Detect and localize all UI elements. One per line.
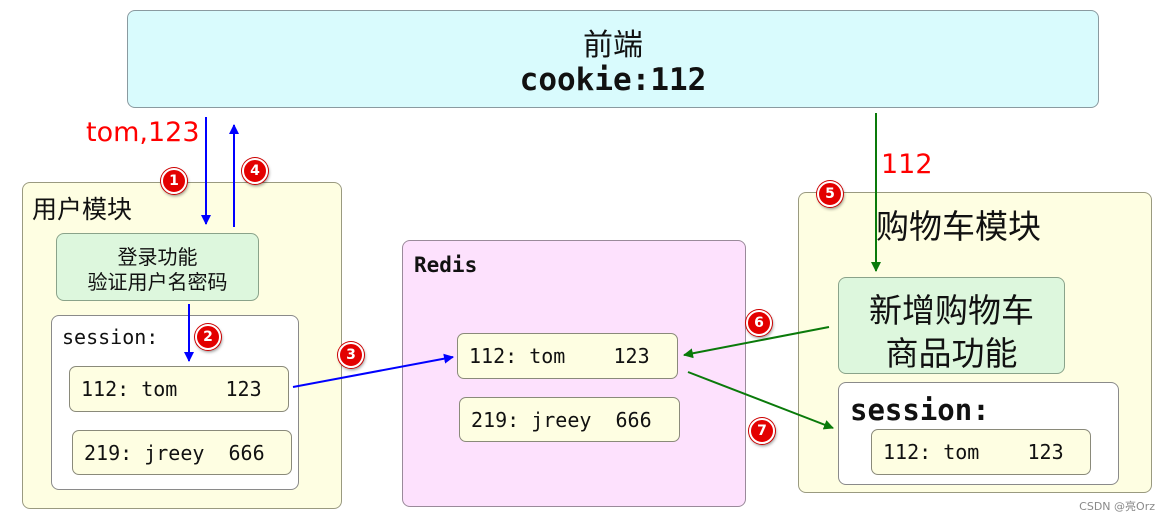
step-badge-4: 4 bbox=[242, 158, 268, 184]
watermark: CSDN @亮Orz bbox=[1079, 500, 1155, 513]
redis-entry: 112: tom 123 bbox=[457, 333, 678, 379]
cart-session-label: session: bbox=[850, 393, 990, 427]
user-session-entry: 112: tom 123 bbox=[69, 366, 289, 412]
frontend-title: 前端 bbox=[583, 28, 643, 63]
login-function-line2: 验证用户名密码 bbox=[87, 270, 228, 294]
cookie-value-label: 112 bbox=[881, 149, 933, 180]
cart-session-entry: 112: tom 123 bbox=[871, 429, 1091, 475]
cart-function-line1: 新增购物车 bbox=[869, 291, 1034, 330]
login-function-box bbox=[56, 233, 259, 301]
step-badge-1: 1 bbox=[161, 168, 187, 194]
user-session-entry: 219: jreey 666 bbox=[72, 430, 292, 475]
arrow-redis-to-cart-session bbox=[687, 371, 834, 430]
step-badge-2: 2 bbox=[195, 324, 221, 350]
redis-label: Redis bbox=[414, 253, 478, 277]
arrow-sync-redis bbox=[292, 353, 454, 388]
user-session-label: session: bbox=[62, 325, 159, 349]
step-badge-6: 6 bbox=[746, 310, 772, 336]
credentials-label: tom,123 bbox=[86, 117, 200, 148]
frontend-box bbox=[127, 10, 1099, 108]
arrow-cart-query-redis bbox=[683, 326, 830, 359]
step-badge-7: 7 bbox=[749, 418, 775, 444]
step-badge-3: 3 bbox=[338, 342, 364, 368]
login-function-line1: 登录功能 bbox=[117, 245, 198, 269]
cart-function-line2: 商品功能 bbox=[885, 334, 1018, 373]
redis-entry: 219: jreey 666 bbox=[459, 397, 680, 442]
frontend-cookie: cookie:112 bbox=[519, 62, 707, 98]
cart-module-title: 购物车模块 bbox=[876, 207, 1041, 246]
step-badge-5: 5 bbox=[817, 181, 843, 207]
user-module-title: 用户模块 bbox=[32, 195, 133, 224]
cart-function-box bbox=[838, 277, 1065, 374]
